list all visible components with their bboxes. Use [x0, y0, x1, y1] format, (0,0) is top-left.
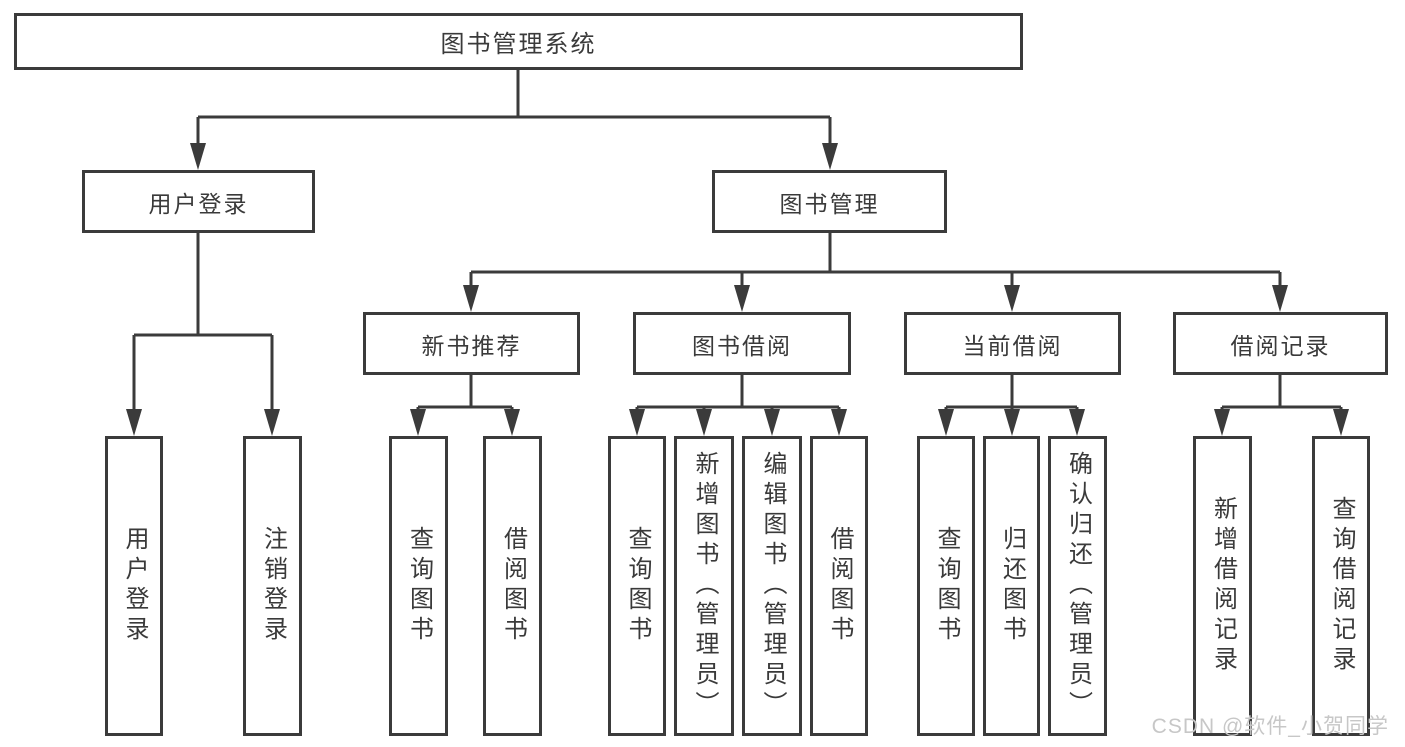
csdn-watermark: CSDN @软件_小贺同学 [1151, 715, 1389, 738]
leaf-return-book: 归还图书 [983, 436, 1040, 736]
node-current-borrow: 当前借阅 [904, 312, 1121, 375]
node-borrow-records: 借阅记录 [1173, 312, 1388, 375]
arrowheads-user-login-children [126, 409, 280, 436]
arrowheads-book-mgmt-children [463, 285, 1288, 312]
leaf-add-borrow-record: 新增借阅记录 [1193, 436, 1252, 736]
leaf-query-book-under-current: 查询图书 [917, 436, 975, 736]
connector-current-borrow-children [944, 375, 1079, 412]
leaf-query-borrow-record: 查询借阅记录 [1312, 436, 1370, 736]
leaf-confirm-return-admin: 确认归还（管理员） [1048, 436, 1107, 736]
leaf-add-book-admin: 新增图书（管理员） [674, 436, 734, 736]
leaf-user-login: 用户登录 [105, 436, 163, 736]
leaf-query-book-under-borrow: 查询图书 [608, 436, 666, 736]
arrowheads-new-book-rec-children [410, 409, 520, 436]
node-root-library-system: 图书管理系统 [14, 13, 1023, 70]
connector-user-login-children [132, 233, 274, 412]
connector-book-borrow-children [635, 375, 841, 412]
leaf-logout: 注销登录 [243, 436, 302, 736]
node-user-login: 用户登录 [82, 170, 315, 233]
leaf-borrow-book-under-borrow: 借阅图书 [810, 436, 868, 736]
arrowheads-current-borrow-children [938, 409, 1085, 436]
node-book-management: 图书管理 [712, 170, 947, 233]
connector-root-to-level2 [196, 70, 832, 146]
leaf-query-book-under-recommend: 查询图书 [389, 436, 448, 736]
leaf-edit-book-admin: 编辑图书（管理员） [742, 436, 802, 736]
connector-new-book-rec-children [416, 375, 514, 412]
arrowheads-borrow-records-children [1214, 409, 1349, 436]
node-book-borrow: 图书借阅 [633, 312, 851, 375]
node-new-book-recommend: 新书推荐 [363, 312, 580, 375]
leaf-borrow-book-under-recommend: 借阅图书 [483, 436, 542, 736]
connector-borrow-records-children [1220, 375, 1343, 412]
arrowheads-root-to-level2 [190, 143, 838, 170]
connector-book-mgmt-children [469, 233, 1282, 288]
arrowheads-book-borrow-children [629, 409, 847, 436]
